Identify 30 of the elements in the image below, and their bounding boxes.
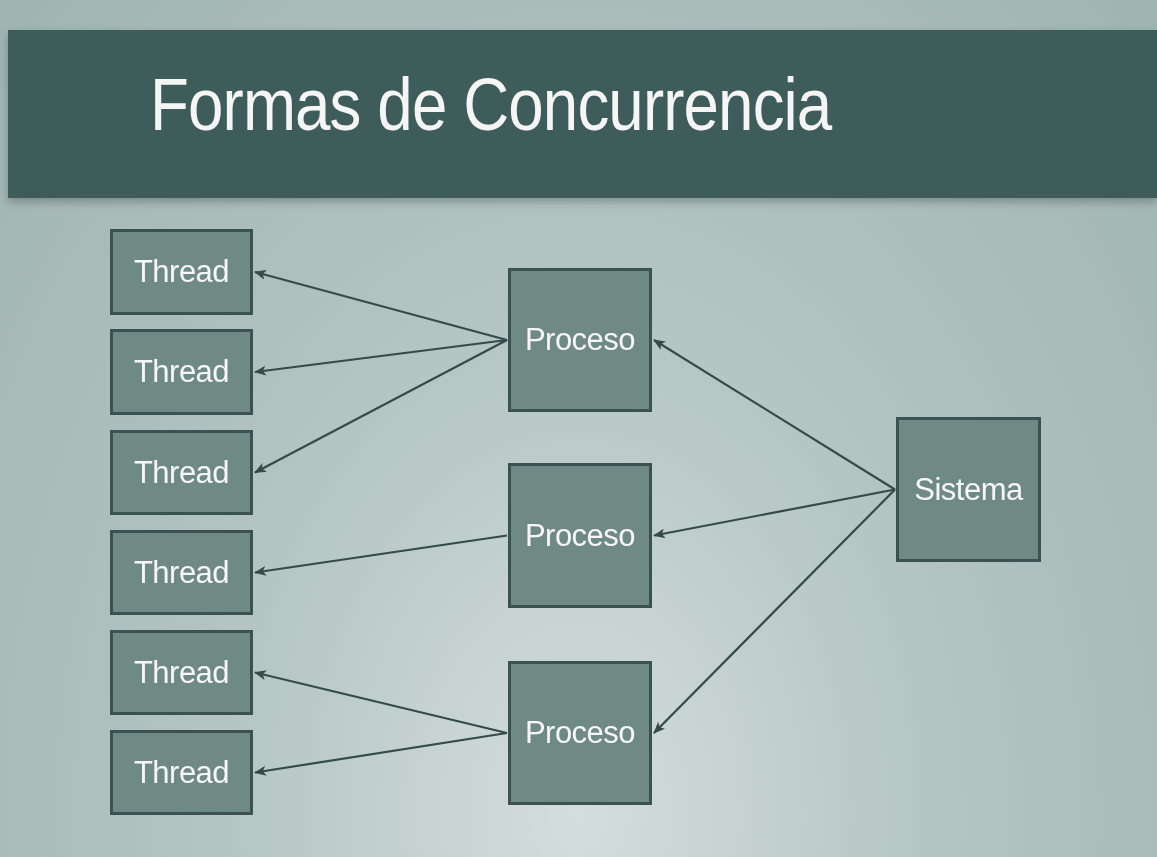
- arrow: [653, 488, 896, 734]
- box-label: Proceso: [524, 322, 636, 358]
- process-box: [508, 463, 652, 608]
- slide-title: Formas de Concurrencia: [150, 62, 832, 147]
- process-box: [110, 430, 253, 515]
- arrow: [254, 731, 508, 776]
- process-box: [896, 417, 1041, 562]
- arrow: [254, 338, 508, 376]
- arrow: [254, 670, 508, 735]
- process-box: [110, 229, 253, 315]
- box-label: Proceso: [524, 715, 636, 751]
- box-label: Thread: [133, 254, 230, 290]
- box-label: Thread: [133, 754, 230, 791]
- box-label: Sistema: [914, 471, 1023, 508]
- arrow: [653, 339, 896, 491]
- arrow: [653, 488, 896, 539]
- process-box: [508, 268, 652, 412]
- process-box: [110, 630, 253, 715]
- process-box: [110, 530, 253, 615]
- arrow: [254, 534, 508, 576]
- box-label: Proceso: [524, 517, 636, 554]
- process-box: [508, 661, 652, 805]
- arrow: [254, 270, 508, 342]
- process-box: [110, 329, 253, 415]
- box-label: Thread: [133, 354, 230, 390]
- box-label: Thread: [133, 654, 230, 691]
- box-label: Thread: [133, 454, 230, 491]
- process-box: [110, 730, 253, 815]
- box-label: Thread: [133, 554, 230, 591]
- arrow: [254, 339, 508, 474]
